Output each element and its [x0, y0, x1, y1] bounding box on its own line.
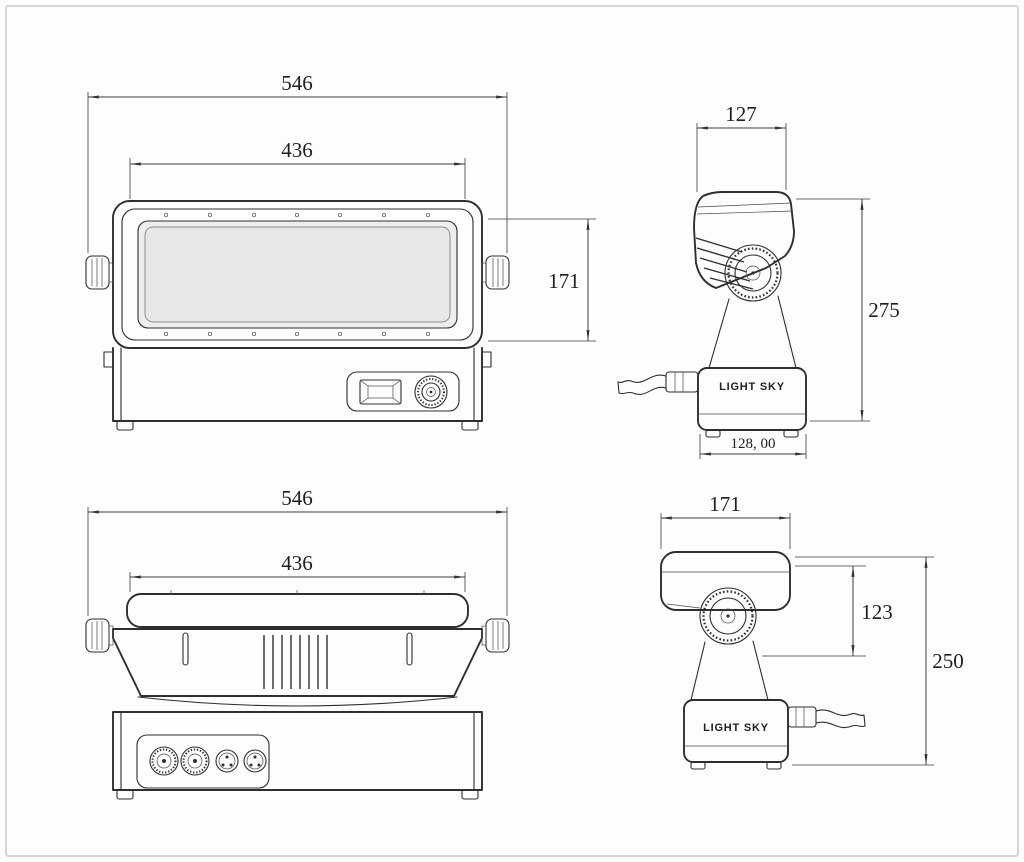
- cable-gland: [665, 371, 699, 393]
- side-lower-power-cable: [787, 706, 866, 729]
- front-dim-inner-width: 436: [129, 138, 466, 199]
- base-housing: [683, 699, 789, 763]
- brand-logo: LIGHT SKY: [703, 722, 769, 734]
- dmx-connector-in: [215, 749, 239, 773]
- connector-panel: [136, 734, 270, 789]
- side-upper-height-label: 275: [868, 298, 900, 322]
- foot-left: [116, 420, 134, 431]
- side-upper-yoke-base: LIGHT SKY: [697, 295, 807, 438]
- yoke-boss-right: [481, 351, 492, 368]
- head-bezel: [121, 208, 474, 341]
- tilt-lock-knob: [699, 587, 757, 645]
- rear-mount-knob-left: [85, 618, 114, 653]
- rear-top-bar: [126, 593, 469, 628]
- head-profile: [693, 191, 795, 289]
- cable: [815, 709, 865, 716]
- heatsink-fins: [695, 237, 754, 290]
- rear-bottom-curve: [137, 696, 458, 707]
- display-window: [359, 379, 402, 405]
- tilt-lock-knob: [724, 244, 782, 302]
- front-mount-knob-right: [481, 255, 510, 290]
- side-upper-depth-label: 127: [725, 102, 757, 126]
- power-connector-out: [180, 746, 210, 776]
- foot-left: [690, 761, 706, 770]
- rear-base: [112, 711, 483, 800]
- rear-slot-left: [182, 632, 189, 666]
- rear-dim-inner-width: 436: [129, 551, 466, 592]
- front-head: [112, 200, 483, 349]
- yoke-boss-left: [103, 351, 114, 368]
- base-housing: [697, 367, 807, 431]
- foot-right: [461, 420, 479, 431]
- front-dim-overall-width: 546: [87, 71, 508, 253]
- head-profile: [660, 551, 791, 611]
- cable: [617, 374, 667, 383]
- foot-left: [116, 789, 134, 800]
- side-lower-dim-upper-height: 123: [762, 565, 893, 657]
- foot-right: [783, 429, 799, 438]
- base-outline: [112, 347, 483, 422]
- side-lower-height-label: 250: [932, 649, 964, 673]
- dmx-connector-out: [243, 749, 267, 773]
- front-base: [103, 347, 492, 431]
- front-inner-width-label: 436: [281, 138, 313, 162]
- cable-gland: [787, 706, 817, 728]
- cable: [618, 386, 667, 395]
- cable: [815, 721, 866, 729]
- yoke-arm-front: [708, 298, 730, 369]
- rear-mount-knob-right: [481, 618, 510, 653]
- rear-view: 546 436: [85, 486, 510, 800]
- side-lower-head: [660, 551, 791, 645]
- side-lower-dim-depth: 171: [660, 492, 791, 549]
- yoke-arm-rear: [752, 640, 769, 701]
- side-upper-power-cable: [617, 371, 699, 395]
- front-height-label: 171: [548, 269, 580, 293]
- side-upper-dim-depth: 127: [696, 102, 787, 192]
- front-control-panel: [346, 371, 460, 412]
- vent-fins: [263, 635, 328, 689]
- led-panel-inner: [144, 226, 451, 323]
- side-lower-upper-height-label: 123: [861, 600, 893, 624]
- yoke-arm-rear: [777, 295, 797, 369]
- rear-body: [112, 628, 483, 697]
- rear-inner-width-label: 436: [281, 551, 313, 575]
- side-lower-depth-label: 171: [709, 492, 741, 516]
- yoke-arm-front: [690, 641, 706, 701]
- side-upper-base-width-label: 128, 00: [731, 436, 776, 452]
- front-view: 546 436 171: [85, 71, 596, 431]
- rear-slot-right: [406, 632, 413, 666]
- rear-overall-width-label: 546: [281, 486, 313, 510]
- side-upper-dim-height: 275: [796, 198, 900, 422]
- power-connector-in: [149, 746, 179, 776]
- front-overall-width-label: 546: [281, 71, 313, 95]
- bezel-screws: [163, 212, 431, 337]
- side-view-lower: 171 123 250: [660, 492, 964, 770]
- connector-plate: [136, 734, 270, 789]
- rear-head: [112, 590, 483, 707]
- side-upper-dim-base-width: 128, 00: [699, 434, 807, 459]
- side-upper-head: [693, 191, 795, 302]
- front-mount-knob-left: [85, 255, 114, 290]
- side-lower-yoke-base: LIGHT SKY: [683, 640, 789, 770]
- front-dim-height: 171: [488, 218, 596, 342]
- foot-left: [705, 429, 721, 438]
- base-outline: [112, 711, 483, 791]
- encoder-knob: [414, 375, 448, 409]
- control-plate: [346, 371, 460, 412]
- foot-right: [461, 789, 479, 800]
- brand-logo: LIGHT SKY: [719, 381, 785, 393]
- rear-dim-overall-width: 546: [87, 486, 508, 616]
- side-view-upper: 127 275 128, 00: [617, 102, 900, 459]
- side-lower-dim-height: 250: [792, 556, 964, 766]
- foot-right: [766, 761, 782, 770]
